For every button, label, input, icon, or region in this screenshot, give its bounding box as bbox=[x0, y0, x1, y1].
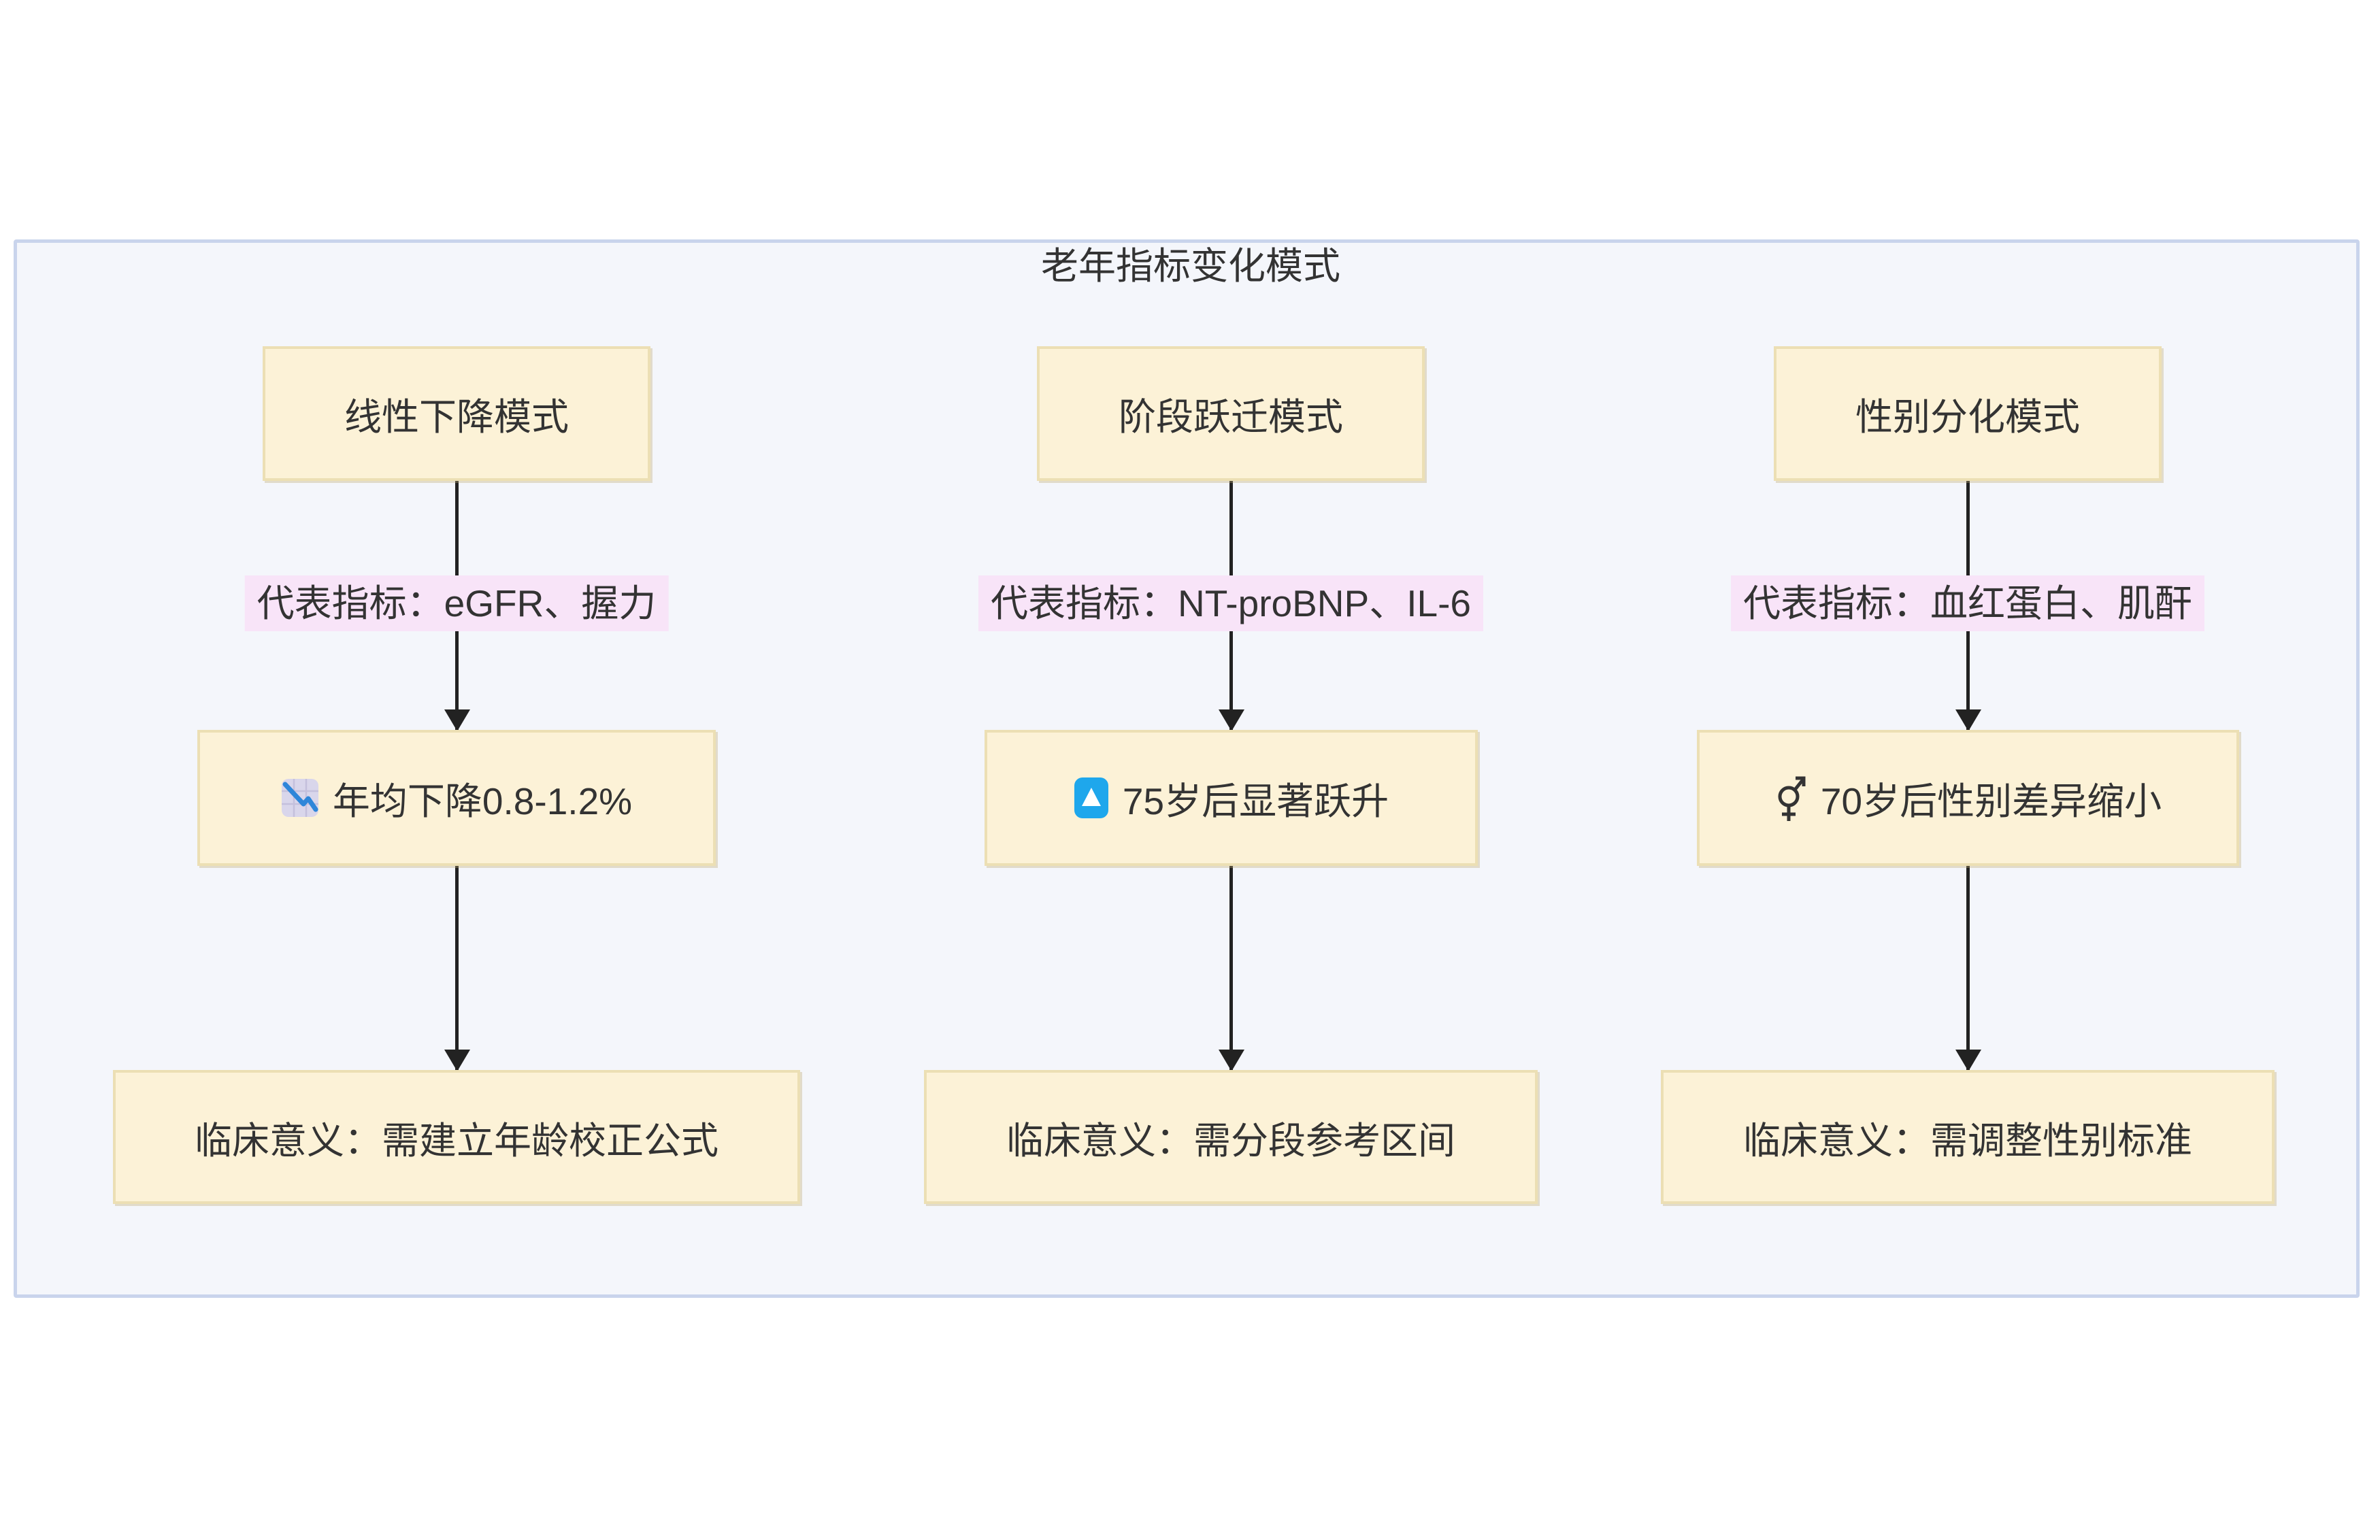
middle-node-label: 75岁后显著跃升 bbox=[1122, 780, 1389, 822]
top-node-sex-differentiation: 性别分化模式 bbox=[1774, 346, 2162, 481]
middle-node-annual-decline: 年均下降0.8-1.2% bbox=[197, 730, 716, 866]
top-node-label: 阶段跃迁模式 bbox=[1118, 396, 1343, 438]
middle-node-label: 70岁后性别差异缩小 bbox=[1820, 780, 2162, 822]
middle-node-gap-narrows: 70岁后性别差异缩小 bbox=[1697, 730, 2239, 866]
bottom-node-clinical-significance-3: 临床意义：需调整性别标准 bbox=[1661, 1070, 2275, 1204]
middle-node-significant-jump: 75岁后显著跃升 bbox=[985, 730, 1478, 866]
bottom-node-clinical-significance-1: 临床意义：需建立年龄校正公式 bbox=[113, 1070, 800, 1204]
bottom-node-clinical-significance-2: 临床意义：需分段参考区间 bbox=[924, 1070, 1538, 1204]
top-node-label: 性别分化模式 bbox=[1855, 396, 2080, 438]
middle-node-label: 年均下降0.8-1.2% bbox=[332, 780, 633, 822]
arrow-middle-to-bottom-3 bbox=[1966, 866, 1970, 1070]
edge-label-representative-indicators-1: 代表指标：eGFR、握力 bbox=[244, 575, 669, 632]
bottom-node-label: 临床意义：需分段参考区间 bbox=[1006, 1119, 1455, 1162]
top-node-linear-decline: 线性下降模式 bbox=[263, 346, 650, 481]
male-female-icon bbox=[1774, 771, 1807, 825]
bottom-node-label: 临床意义：需调整性别标准 bbox=[1742, 1119, 2192, 1162]
top-node-label: 线性下降模式 bbox=[344, 396, 569, 438]
up-button-icon bbox=[1074, 775, 1109, 820]
top-node-stage-jump: 阶段跃迁模式 bbox=[1037, 346, 1425, 481]
arrow-middle-to-bottom-1 bbox=[455, 866, 459, 1070]
arrow-middle-to-bottom-2 bbox=[1229, 866, 1233, 1070]
chart-decreasing-icon bbox=[281, 778, 319, 818]
edge-label-representative-indicators-3: 代表指标：血红蛋白、肌酐 bbox=[1730, 575, 2205, 632]
diagram-title: 老年指标变化模式 bbox=[1040, 245, 1341, 287]
bottom-node-label: 临床意义：需建立年龄校正公式 bbox=[194, 1119, 718, 1162]
edge-label-representative-indicators-2: 代表指标：NT-proBNP、IL-6 bbox=[978, 575, 1483, 632]
